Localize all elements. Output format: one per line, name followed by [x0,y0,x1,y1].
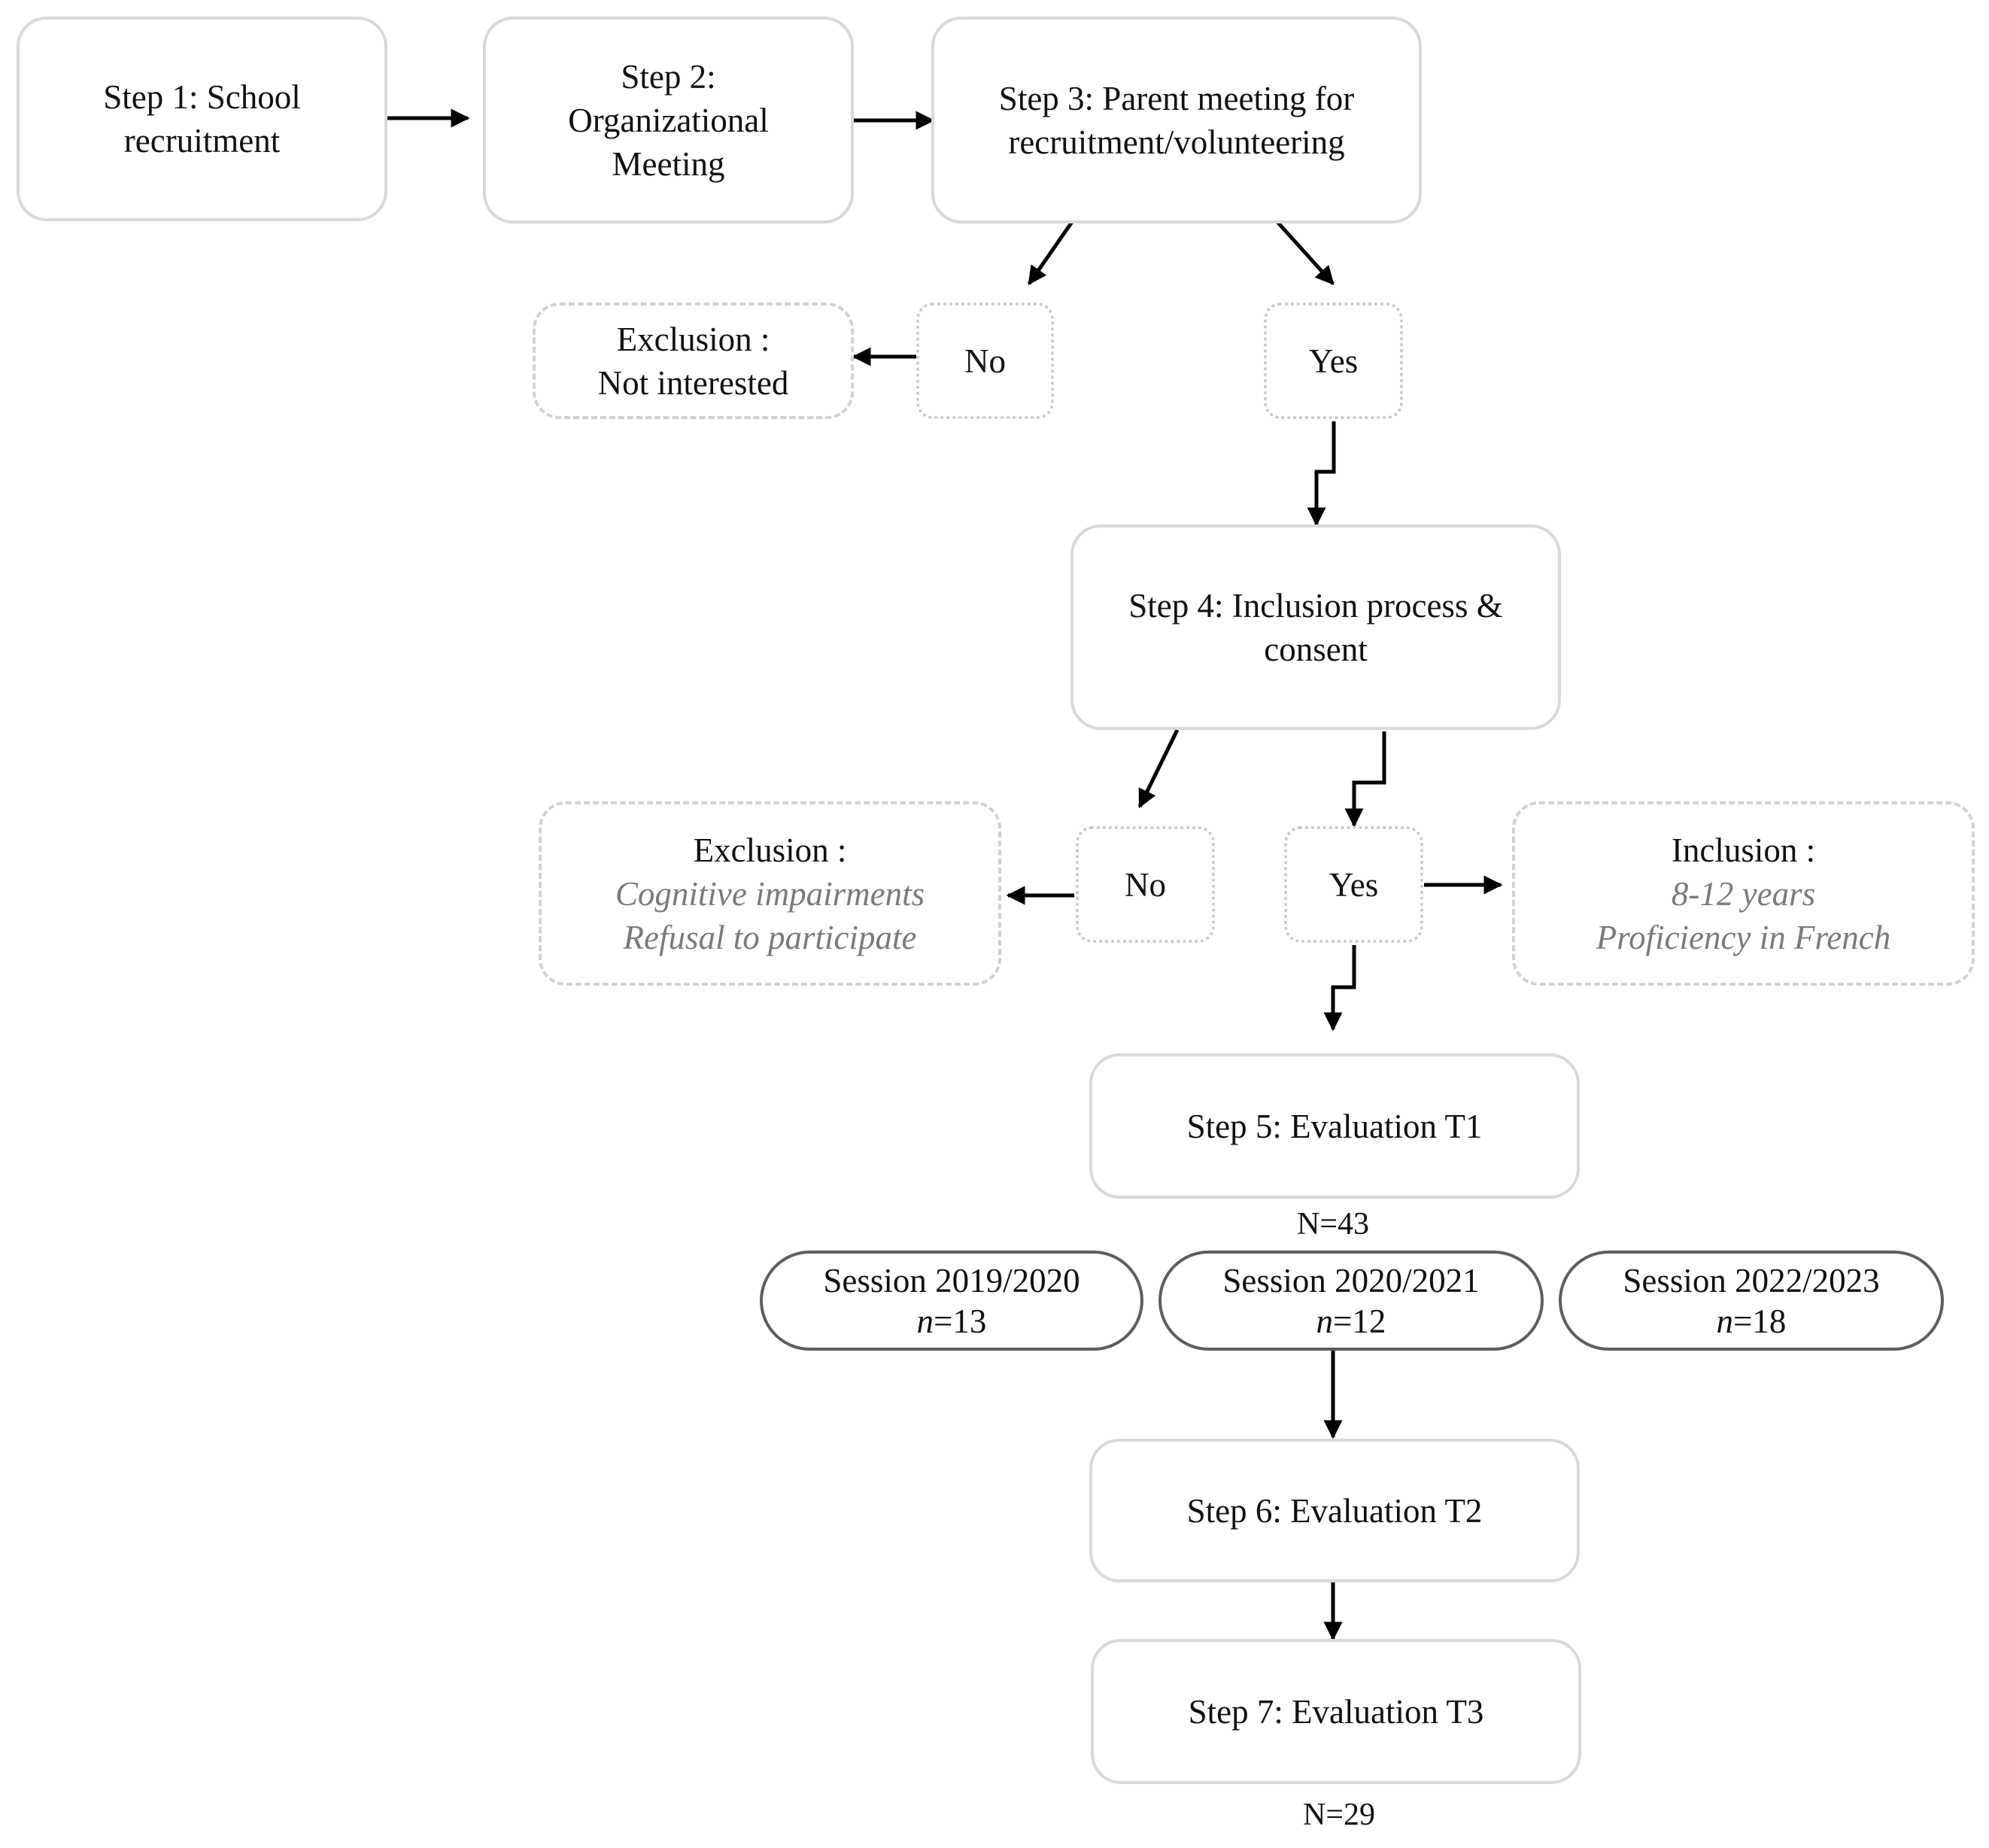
session-2020-n-value: =12 [1333,1302,1386,1340]
step1-line1: Step 1: School [103,78,301,116]
session-2019-n-var: n [916,1302,934,1340]
step2-line3: Meeting [612,144,725,183]
session-pill-2020: Session 2020/2021 n=12 [1158,1251,1544,1351]
session-2022-n-value: =18 [1733,1302,1787,1340]
session-2019-label: Session 2019/2020 [823,1261,1080,1299]
step4-box: Step 4: Inclusion process & consent [1070,524,1561,730]
decision-no-2: No [1076,826,1215,943]
step3-box: Step 3: Parent meeting for recruitment/v… [931,17,1422,223]
exclusion1-reason: Not interested [597,363,789,402]
arrow-step4-yes [1344,731,1386,828]
session-2019-n-value: =13 [934,1302,987,1340]
step3-line1: Step 3: Parent meeting for [998,79,1355,117]
step7-box: Step 7: Evaluation T3 [1091,1639,1581,1784]
session-2020-label: Session 2020/2021 [1222,1261,1480,1299]
decision-yes-2: Yes [1284,826,1423,943]
exclusion1-box: Exclusion : Not interested [533,302,854,419]
arrow-step3-yes [1276,220,1335,285]
step7-label: Step 7: Evaluation T3 [1188,1692,1484,1731]
decision-yes-2-label: Yes [1329,865,1379,904]
step5-box: Step 5: Evaluation T1 [1089,1053,1580,1199]
step2-line1: Step 2: [621,57,716,96]
step1-line2: recruitment [123,122,281,160]
decision-no-1: No [916,302,1054,419]
exclusion2-box: Exclusion : Cognitive impairments Refusa… [539,801,1001,986]
step3-line2: recruitment/volunteering [1008,123,1345,161]
session-pill-2022: Session 2022/2023 n=18 [1559,1251,1944,1351]
exclusion2-title: Exclusion : [693,831,847,869]
decision-yes-1-label: Yes [1308,342,1359,380]
session-2022-n-var: n [1716,1302,1734,1340]
inclusion-criterion-1: 8-12 years [1671,874,1816,913]
decision-no-2-label: No [1125,865,1166,904]
decision-yes-1: Yes [1264,302,1403,419]
arrow-yes-step5 [1323,945,1356,1032]
exclusion2-reason-2: Refusal to participate [623,918,917,956]
session-2020-count: n=12 [1316,1301,1386,1342]
step2-line2: Organizational [568,101,769,139]
arrow-yes-step4 [1307,421,1336,527]
total-t1: N=43 [1296,1207,1370,1242]
step4-line2: consent [1264,630,1368,668]
inclusion-criterion-2: Proficiency in French [1596,918,1891,956]
inclusion-box: Inclusion : 8-12 years Proficiency in Fr… [1512,801,1975,986]
total-t3: N=29 [1302,1798,1376,1832]
session-2022-count: n=18 [1717,1301,1787,1342]
session-2020-n-var: n [1316,1302,1334,1340]
exclusion2-reason-1: Cognitive impairments [615,874,925,913]
session-2019-count: n=13 [917,1301,987,1342]
step2-box: Step 2: Organizational Meeting [483,17,854,223]
arrow-step3-no [1027,220,1074,286]
inclusion-title: Inclusion : [1671,831,1816,869]
session-pill-2019: Session 2019/2020 n=13 [760,1251,1143,1351]
exclusion1-title: Exclusion : [616,320,770,358]
step4-line1: Step 4: Inclusion process & [1128,586,1503,625]
session-2022-label: Session 2022/2023 [1623,1261,1880,1299]
arrow-step4-no [1137,728,1180,809]
step1-box: Step 1: School recruitment [17,17,387,221]
step6-label: Step 6: Evaluation T2 [1186,1491,1483,1530]
step6-box: Step 6: Evaluation T2 [1089,1439,1580,1582]
decision-no-1-label: No [964,342,1006,380]
step5-label: Step 5: Evaluation T1 [1186,1107,1483,1145]
